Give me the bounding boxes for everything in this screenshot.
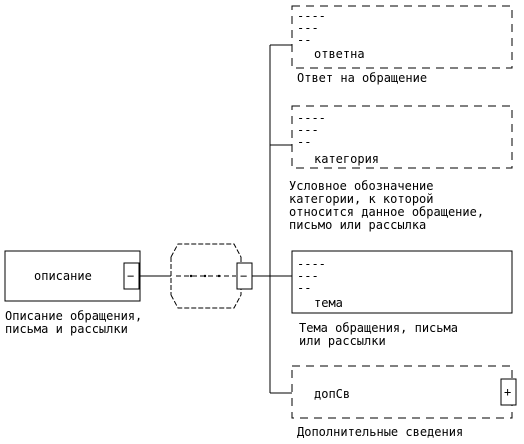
element-name: категория [314,152,379,166]
expand-button[interactable] [500,378,517,406]
content-mark: --- [297,21,319,35]
content-mark: --- [297,123,319,137]
content-mark: ---- [297,257,326,271]
element-box-otvetna[interactable] [291,5,513,69]
root-element-name: описание [34,269,92,283]
expand-symbol: + [504,385,511,399]
element-name: допСв [314,387,350,401]
element-box-tema[interactable] [291,250,513,314]
sequence-collapse-symbol: − [240,269,247,283]
content-mark: -- [297,281,311,295]
element-description: Условное обозначение категории, к которо… [289,179,485,232]
root-description: Описание обращения, письма и рассылки [5,309,143,336]
element-description: Ответ на обращение [297,71,428,85]
root-collapse-symbol: − [127,269,134,283]
element-box-kategoriya[interactable] [291,105,513,169]
content-mark: -- [297,135,311,149]
content-mark: --- [297,269,319,283]
content-mark: ---- [297,111,326,125]
sequence-compositor[interactable] [170,243,242,309]
content-mark: ---- [297,9,326,23]
element-box-dopsv[interactable] [291,365,513,419]
root-element-box[interactable] [4,250,141,302]
root-collapse-button[interactable] [123,262,140,290]
element-name: ответна [314,47,365,61]
content-mark: -- [297,33,311,47]
element-name: тема [314,296,343,310]
element-description: Дополнительные сведения [297,425,464,439]
element-description: Тема обращения, письма или рассылки [299,321,458,348]
